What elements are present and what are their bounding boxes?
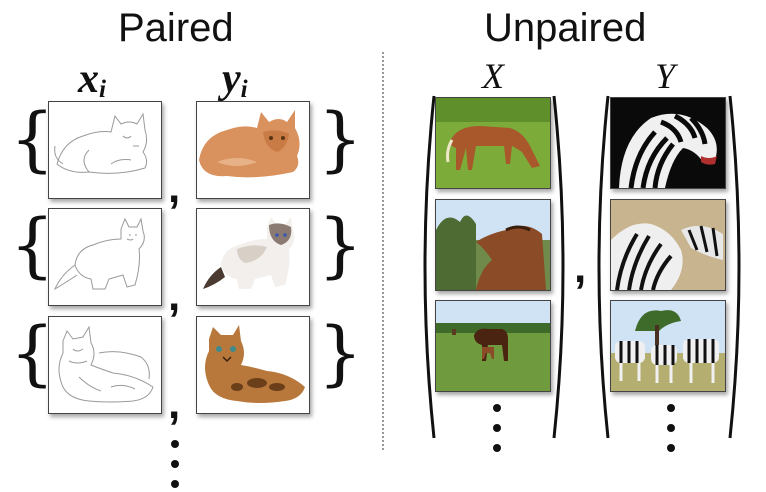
right-brace-row-2: }: [318, 204, 363, 286]
set-x-right-paren: [552, 95, 565, 439]
set-comma: ,: [574, 243, 587, 292]
set-x-label: X: [482, 56, 504, 96]
right-brace-row-1: }: [318, 98, 363, 180]
zebra-image-2: [610, 199, 726, 291]
paired-title: Paired: [118, 6, 234, 50]
unpaired-title: Unpaired: [484, 6, 647, 50]
set-x-ellipsis-dots: [493, 404, 503, 452]
left-brace-row-1: {: [10, 98, 55, 180]
horse-image-1: [435, 97, 551, 189]
left-brace-row-2: {: [10, 204, 55, 286]
x-i-label: xi: [78, 56, 106, 104]
sketch-image-row-2: [48, 208, 162, 306]
zebra-image-1: [610, 97, 726, 189]
y-i-label: yi: [222, 56, 248, 104]
paired-ellipsis-dots: [171, 440, 181, 488]
photo-image-row-3: [196, 316, 310, 414]
set-y-left-paren: [597, 95, 610, 439]
left-brace-row-3: {: [10, 312, 55, 394]
set-y-label: Y: [655, 56, 676, 96]
photo-image-row-2: [196, 208, 310, 306]
zebra-image-3: [610, 300, 726, 392]
section-divider: [382, 52, 384, 450]
set-x-left-paren: [423, 95, 436, 439]
pair-comma-row-1: ,: [168, 163, 181, 212]
sketch-image-row-1: [48, 101, 162, 199]
sketch-image-row-3: [48, 316, 162, 414]
horse-image-3: [435, 300, 551, 392]
horse-image-2: [435, 199, 551, 291]
photo-image-row-1: [196, 101, 310, 199]
pair-comma-row-2: ,: [168, 271, 181, 320]
right-brace-row-3: }: [318, 312, 363, 394]
set-y-ellipsis-dots: [667, 404, 677, 452]
set-y-right-paren: [728, 95, 741, 439]
pair-comma-row-3: ,: [168, 379, 181, 428]
